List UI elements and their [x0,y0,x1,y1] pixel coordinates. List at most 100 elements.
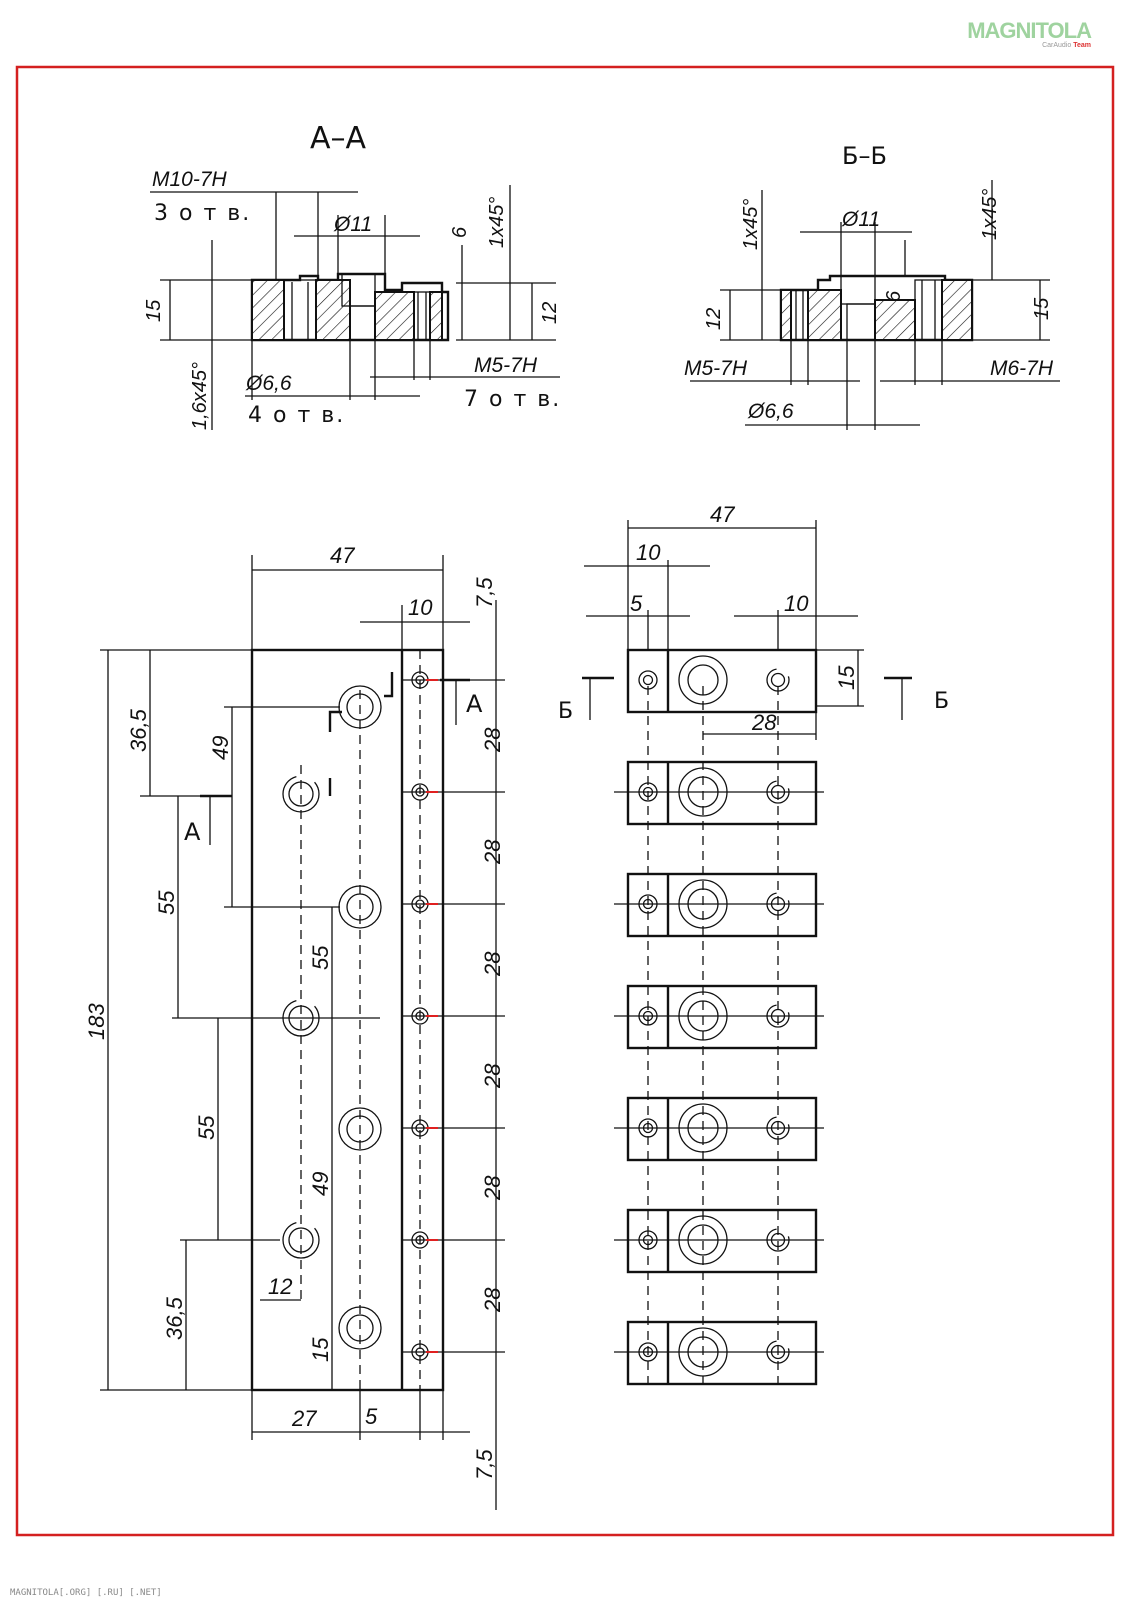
front-d55-c: 55 [308,945,333,970]
front-w10: 10 [408,595,433,620]
side-d28: 28 [751,710,777,735]
strip-hole-inner [415,1123,425,1133]
front-bot75: 7,5 [472,1449,497,1480]
bb-m6: M6-7H [990,357,1054,380]
side-block [626,1320,818,1386]
drawing-frame [15,65,1115,1537]
label-a-left: А [184,818,201,846]
big-hole [338,1107,382,1151]
front-d27: 27 [291,1406,317,1431]
side-thread-hole [766,1228,790,1252]
front-view: А А 47 10 7,5 7,5 183 36,5 49 55 55 36,5 [84,543,505,1510]
strip-holes [402,671,505,1361]
bb-h15: 15 [1031,297,1053,320]
side-w47: 47 [710,502,735,527]
aa-d66: Ø6,6 [245,372,292,395]
section-bb: Б–Б 1x45° 1x45° Ø11 6 [684,142,1060,430]
side-thread-hole-inner [770,672,786,688]
aa-hatch-2 [315,279,351,341]
bb-hatch-2 [807,289,842,341]
front-d15: 15 [308,1337,333,1362]
pitch-label: 28 [480,1063,505,1089]
pitch-label: 28 [480,839,505,865]
bb-ch1-right: 1x45° [979,189,1001,240]
side-block [626,760,818,826]
label-b-right: Б [934,689,949,714]
watermark-title: MAGNITOLA [967,18,1092,43]
pitch-label: 28 [480,1287,505,1313]
side-thread-hole [766,780,790,804]
strip-hole-inner [415,1347,425,1357]
front-h183: 183 [84,1003,109,1040]
section-aa-title: А–А [310,121,367,156]
bb-m5: M5-7H [684,357,748,380]
big-hole [338,1306,382,1350]
m10-hole [282,775,320,813]
aa-m10-count: 3 о т в. [154,201,251,226]
front-d55-a: 55 [154,890,179,915]
side-block [626,1208,818,1274]
side-blocks [614,648,824,1386]
footer-text: MAGNITOLA[.ORG] [.RU] [.NET] [10,1588,162,1598]
aa-d11: Ø11 [333,213,372,236]
bb-hatch-1 [780,289,792,341]
side-block [626,648,818,714]
pitch-label: 28 [480,1175,505,1201]
bb-ch1-left: 1x45° [740,199,762,250]
front-d49-top: 49 [208,736,233,760]
aa-hatch-1 [251,279,285,341]
section-bb-title: Б–Б [842,142,887,170]
bb-h6: 6 [883,290,905,302]
strip-hole-inner [415,899,425,909]
watermark-logo: MAGNITOLA CarAudio Team [967,18,1092,50]
side-thread-hole [766,1004,790,1028]
aa-h12: 12 [539,302,561,324]
watermark-subtitle: CarAudio Team [967,42,1091,49]
side-w10: 10 [636,540,661,565]
side-small-hole-inner [642,674,654,686]
bb-d11: Ø11 [841,208,880,231]
aa-ch16: 1,6x45° [189,362,211,430]
front-d365-top: 36,5 [126,708,151,752]
front-d49-bot: 49 [308,1172,333,1196]
strip-hole-inner [415,1235,425,1245]
side-block [626,984,818,1050]
bb-hatch-4 [941,279,973,341]
aa-h15: 15 [143,299,165,322]
aa-m5-count: 7 о т в. [464,387,561,412]
strip-hole-inner [415,787,425,797]
front-d55-b: 55 [194,1115,219,1140]
pitch-label: 28 [480,727,505,753]
aa-m5: M5-7H [474,354,538,377]
pitch-label: 28 [480,951,505,977]
bb-h12: 12 [703,308,725,330]
section-aa: А–А [143,121,561,430]
aa-hatch-4 [429,291,443,341]
front-body [250,648,445,1392]
side-view: 47 10 5 10 15 28 Б Б [558,502,949,1390]
aa-hatch-3 [374,291,415,341]
side-big-hole-inner [687,1224,719,1256]
side-w10-right: 10 [784,591,809,616]
side-w5: 5 [630,591,643,616]
front-d5: 5 [365,1404,378,1429]
m10-hole [282,1221,320,1259]
side-block [626,1096,818,1162]
watermark-sub-gray: CarAudio [1042,42,1072,49]
side-h15: 15 [834,665,859,690]
strip-hole-inner [415,675,425,685]
side-block [626,872,818,938]
aa-d66-count: 4 о т в. [248,403,345,428]
side-thread-hole-inner [770,1344,786,1360]
label-b-left: Б [558,699,573,724]
strip-hole-inner [415,1011,425,1021]
front-d12: 12 [268,1274,292,1299]
side-big-hole [678,655,728,705]
front-w47: 47 [330,543,355,568]
aa-ch1: 1x45° [486,197,508,248]
front-top75: 7,5 [472,577,497,608]
pitch-labels: 28 28 28 28 28 28 [480,727,505,1313]
watermark-sub-red: Team [1073,42,1091,49]
bb-hatch-3 [874,299,916,341]
